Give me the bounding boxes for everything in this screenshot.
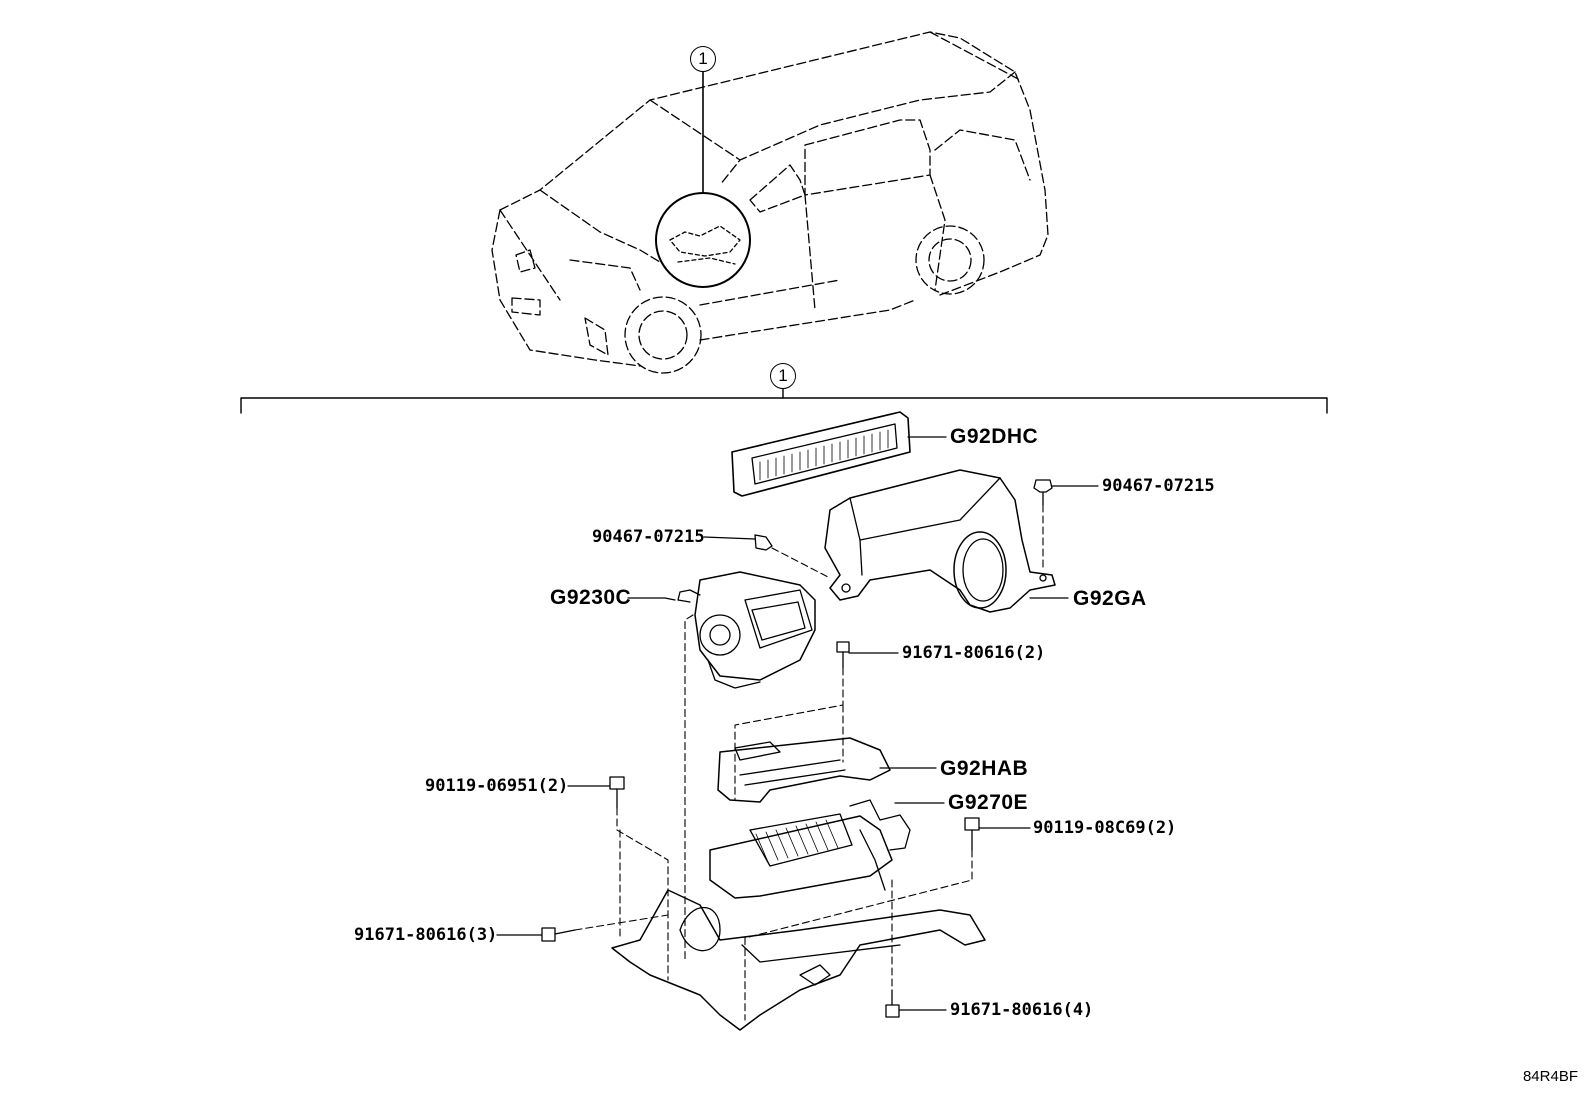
part-label-G92GA: G92GA xyxy=(1073,587,1147,610)
part-label-G9270E: G9270E xyxy=(948,791,1029,814)
part-label-G92DHC: G92DHC xyxy=(950,425,1039,448)
bracket-part xyxy=(718,738,890,802)
bolt-90119-08C69 xyxy=(965,818,979,850)
duct-cover-part xyxy=(825,470,1055,612)
part-label-90119-06951-2: 90119-06951(2) xyxy=(425,776,569,796)
callout-1-group: 1 xyxy=(770,363,796,389)
part-label-90467-07215-left: 90467-07215 xyxy=(592,527,705,547)
part-label-91671-80616-2: 91671-80616(2) xyxy=(902,643,1046,663)
part-label-G9230C: G9230C xyxy=(550,586,632,609)
filter-panel-part xyxy=(732,412,910,496)
part-label-91671-80616-4: 91671-80616(4) xyxy=(950,1000,1094,1020)
bolt-90119-06951 xyxy=(610,777,624,808)
bolt-91671-4 xyxy=(886,990,899,1017)
part-label-91671-80616-3: 91671-80616(3) xyxy=(354,925,498,945)
callout-1-top-text: 1 xyxy=(698,49,708,68)
location-highlight-circle xyxy=(656,71,750,287)
part-label-G92HAB: G92HAB xyxy=(940,757,1029,780)
part-label-90119-08C69-2: 90119-08C69(2) xyxy=(1033,818,1177,838)
control-module-part xyxy=(710,800,910,898)
clip-fastener-right xyxy=(1034,480,1052,505)
base-tray-part xyxy=(612,890,985,1030)
diagram-code: 84R4BF xyxy=(1522,1068,1578,1085)
blower-part xyxy=(678,572,815,688)
clip-fastener-left xyxy=(755,535,772,550)
part-label-90467-07215-right: 90467-07215 xyxy=(1102,476,1215,496)
assembly-group-bracket xyxy=(241,398,1327,413)
callout-1-group-text: 1 xyxy=(778,366,788,385)
callout-1-top: 1 xyxy=(690,46,716,72)
vehicle-overview-illustration xyxy=(492,32,1048,373)
leader-lines xyxy=(497,437,1098,1010)
alignment-dashed-lines xyxy=(575,505,1043,1020)
bolt-91671-2 xyxy=(837,642,849,668)
bolt-91671-3 xyxy=(542,928,575,941)
